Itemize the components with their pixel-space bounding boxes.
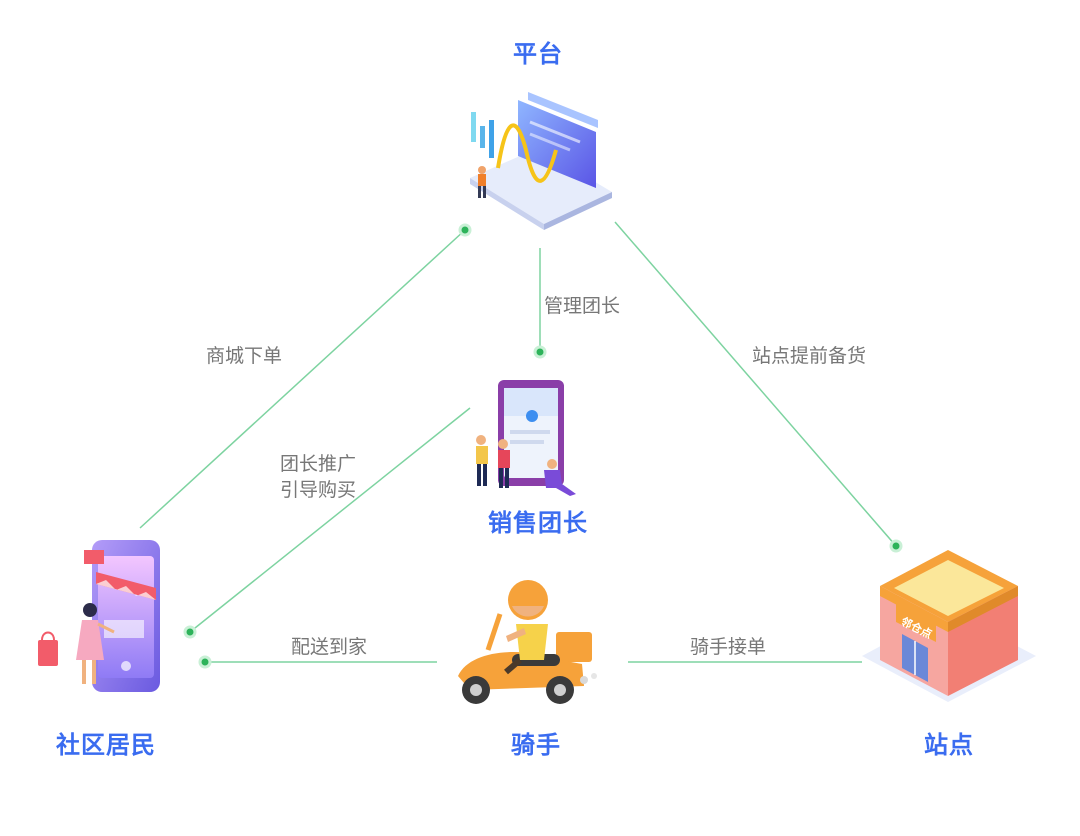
- edge-label-leader-promo-line1: 团长推广: [280, 453, 357, 475]
- edge-dot-residents-upper: [183, 625, 197, 639]
- edge-label-station-stock: 站点提前备货: [752, 345, 867, 367]
- edge-label-mall-order: 商城下单: [206, 345, 283, 367]
- residents-phone-illustration: [38, 540, 160, 692]
- edge-label-rider-accept: 骑手接单: [690, 636, 767, 658]
- edge-dot-leader: [533, 345, 547, 359]
- edge-line-leader-residents: [189, 407, 471, 633]
- sales-leader-phone-illustration: [476, 380, 576, 496]
- edge-label-manage-leader: 管理团长: [544, 295, 621, 317]
- station-store-illustration: 邻仓点: [862, 550, 1036, 702]
- edge-dot-platform: [458, 223, 472, 237]
- edge-line-platform-station: [614, 221, 897, 547]
- node-label-sales-leader: 销售团长: [488, 509, 588, 537]
- platform-laptop-illustration: [470, 92, 612, 230]
- edge-label-delivery: 配送到家: [291, 636, 368, 658]
- node-label-rider: 骑手: [511, 731, 561, 759]
- node-label-residents: 社区居民: [56, 731, 156, 759]
- edge-label-leader-promo-line2: 引导购买: [280, 479, 357, 501]
- edge-line-residents-platform: [139, 229, 466, 529]
- node-label-station: 站点: [924, 731, 974, 759]
- edge-dot-station: [889, 539, 903, 553]
- edge-dot-residents-lower: [198, 655, 212, 669]
- rider-scooter-illustration: [458, 580, 597, 704]
- node-label-platform: 平台: [513, 40, 563, 68]
